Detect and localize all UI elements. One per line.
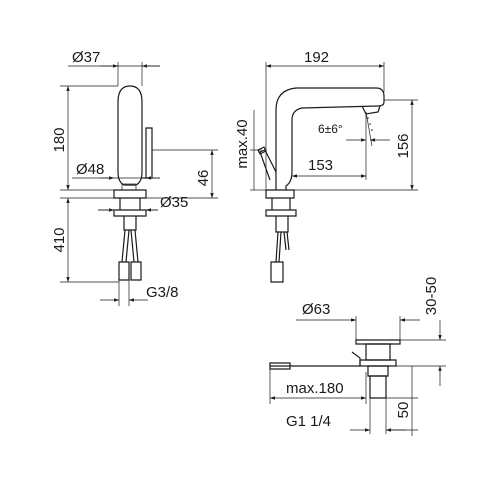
dim-height-46: 46 bbox=[195, 170, 212, 187]
dim-dia-48: Ø48 bbox=[76, 161, 104, 178]
dim-max-180: max.180 bbox=[286, 380, 344, 397]
dim-max-40: max.40 bbox=[234, 119, 251, 168]
dim-angle-6: 6±6° bbox=[318, 122, 343, 136]
dim-height-50: 50 bbox=[395, 402, 412, 419]
front-view-faucet bbox=[113, 85, 153, 281]
dim-height-410: 410 bbox=[51, 227, 68, 252]
side-view-dimensions bbox=[250, 62, 418, 191]
dim-dia-35: Ø35 bbox=[160, 194, 188, 211]
dim-width-153: 153 bbox=[308, 157, 333, 174]
dim-range-30-50: 30-50 bbox=[423, 277, 440, 315]
dim-height-156: 156 bbox=[395, 133, 412, 158]
side-view-faucet bbox=[257, 87, 385, 283]
dim-height-180: 180 bbox=[51, 127, 68, 152]
dim-thread-g1-1-4: G1 1/4 bbox=[286, 413, 331, 430]
dim-dia-37: Ø37 bbox=[72, 49, 100, 66]
drain-dimensions bbox=[269, 316, 446, 436]
dim-width-192: 192 bbox=[304, 49, 329, 66]
front-view-dimensions bbox=[60, 62, 218, 306]
dim-thread-g38: G3/8 bbox=[146, 284, 179, 301]
dim-dia-63: Ø63 bbox=[302, 301, 330, 318]
